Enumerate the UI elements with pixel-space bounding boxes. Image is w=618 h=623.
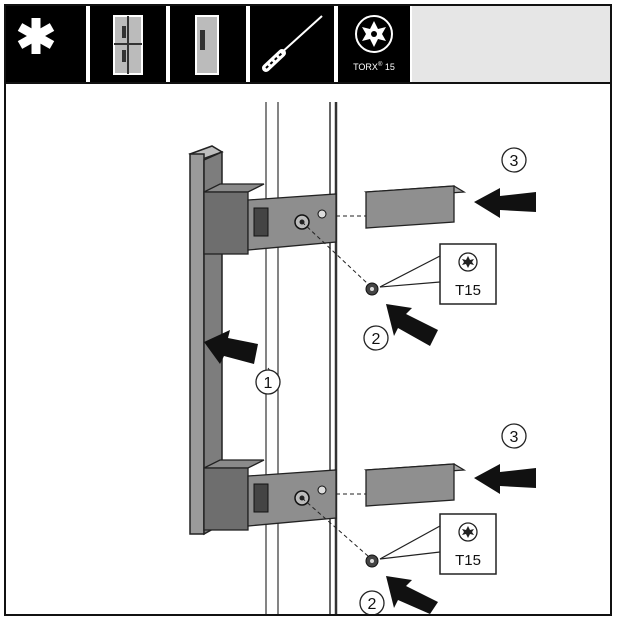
callout-3-bottom: 3 xyxy=(501,423,527,449)
arrow-screw-bottom xyxy=(386,576,438,614)
callout-2-bottom-text: 2 xyxy=(368,596,377,613)
instruction-frame: TORX® 15 xyxy=(4,4,612,616)
arrow-handle xyxy=(204,330,258,364)
callout-2-top-text: 2 xyxy=(372,331,381,348)
torx-size-label: TORX® 15 xyxy=(338,62,410,72)
torx-icon: TORX® 15 xyxy=(338,6,410,82)
cover-cap-top xyxy=(336,185,467,229)
t15-callout-top: T15 xyxy=(379,243,497,305)
toolbar-empty-area xyxy=(412,6,610,82)
screwdriver-icon xyxy=(250,6,334,82)
fridge-icon xyxy=(170,6,246,82)
t15-callout-bottom: T15 xyxy=(379,513,497,575)
arrows xyxy=(204,188,536,614)
torx-reg-mark: ® xyxy=(377,62,383,68)
callout-3-top: 3 xyxy=(501,147,527,173)
callout-3-top-text: 3 xyxy=(510,153,519,170)
torx-size-text: 15 xyxy=(384,62,395,72)
callout-3-bottom-text: 3 xyxy=(510,429,519,446)
callout-1-text: 1 xyxy=(264,375,273,392)
t15-label-bottom: T15 xyxy=(455,552,481,569)
torx-label-text: TORX xyxy=(353,62,378,72)
handle-bracket-top xyxy=(203,183,337,255)
fridge-freezer-icon xyxy=(90,6,166,82)
arrow-cap-top xyxy=(474,188,536,218)
door-edge xyxy=(265,102,338,614)
arrow-cap-bottom xyxy=(474,464,536,494)
asterisk-icon xyxy=(6,6,86,82)
screw-top xyxy=(301,221,379,296)
screw-bottom xyxy=(301,497,379,568)
t15-label-top: T15 xyxy=(455,282,481,299)
arrow-screw-top xyxy=(386,304,438,346)
tool-toolbar: TORX® 15 xyxy=(6,6,610,84)
callout-2-bottom: 2 xyxy=(359,590,385,614)
callout-2-top: 2 xyxy=(363,325,389,351)
cover-cap-bottom xyxy=(336,463,467,507)
callout-1: 1 xyxy=(255,367,281,395)
assembly-drawing: T15 T15 1 2 2 xyxy=(188,102,536,614)
handle-bracket-bottom xyxy=(203,459,337,531)
